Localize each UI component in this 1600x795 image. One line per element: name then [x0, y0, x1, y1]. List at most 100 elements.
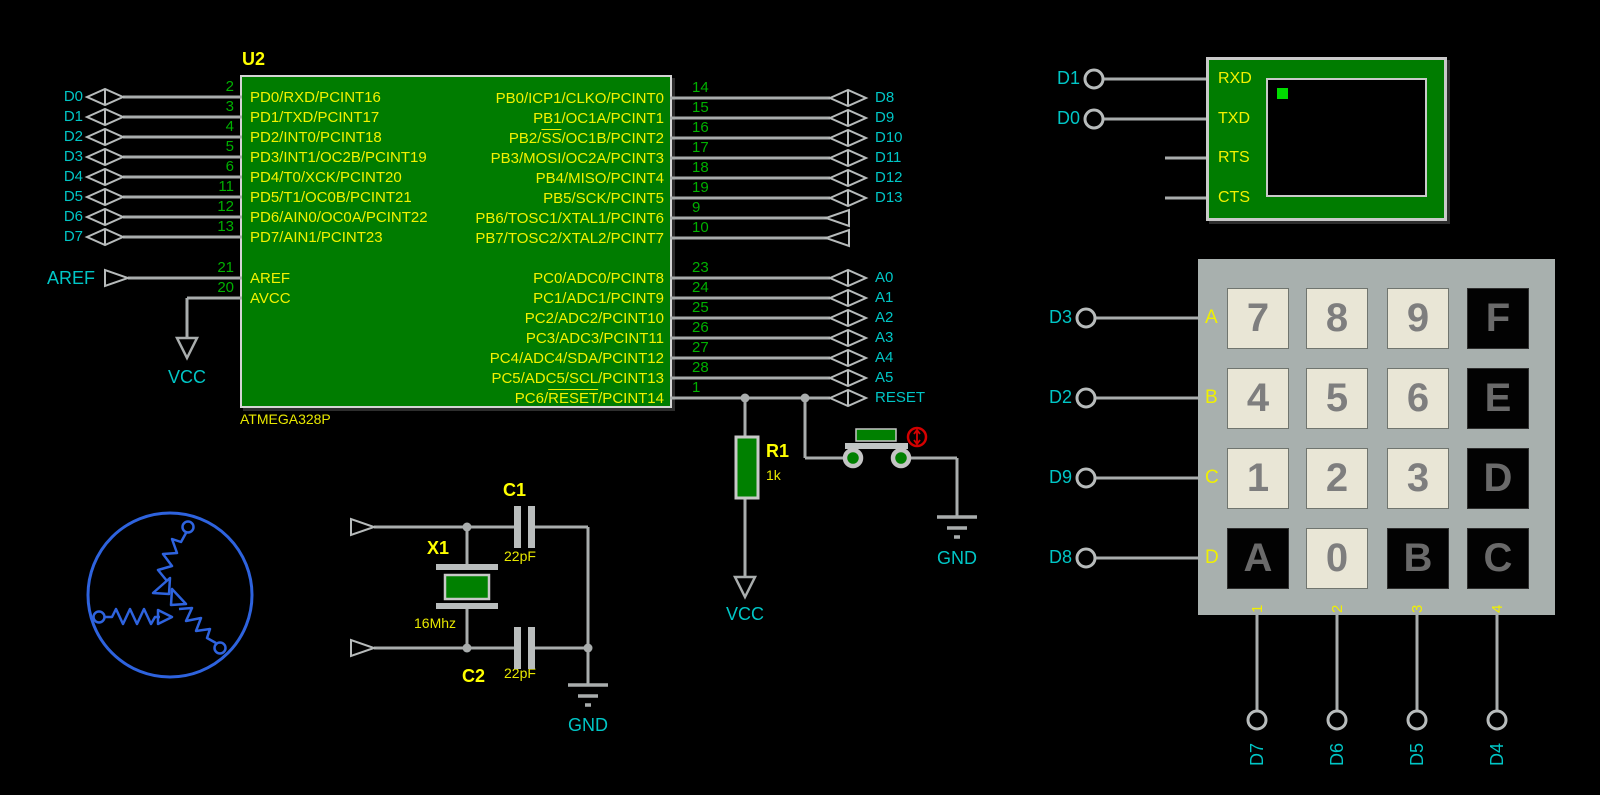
net-label: D6 — [1327, 742, 1347, 766]
resistor-value: 1k — [766, 467, 781, 483]
key-1[interactable]: 1 — [1227, 448, 1289, 509]
resistor-R1-icon[interactable] — [734, 435, 760, 500]
net-label: A1 — [875, 289, 894, 306]
net-label: D12 — [875, 169, 903, 186]
pin-number: 11 — [218, 178, 234, 195]
pin-number: 6 — [225, 158, 234, 175]
key-D[interactable]: D — [1467, 448, 1529, 509]
net-label: A0 — [875, 269, 894, 286]
motor-icon[interactable] — [86, 511, 254, 679]
pin-number: 28 — [692, 359, 709, 376]
net-label: D0 — [63, 88, 83, 105]
net-label: D10 — [875, 129, 903, 146]
pin-number: 27 — [692, 339, 709, 356]
key-F[interactable]: F — [1467, 288, 1529, 349]
vcc-arrow-icon — [732, 575, 758, 600]
net-label: D1 — [63, 108, 83, 125]
net-label: D9 — [1048, 467, 1072, 487]
key-7[interactable]: 7 — [1227, 288, 1289, 349]
pin-name: PC1/ADC1/PCINT9 — [533, 290, 664, 307]
cap2-value: 22pF — [504, 665, 536, 681]
key-6[interactable]: 6 — [1387, 368, 1449, 429]
pin-name: AVCC — [250, 290, 291, 307]
key-8[interactable]: 8 — [1306, 288, 1368, 349]
pin-number: 20 — [217, 279, 234, 296]
pin-name: PC5/ADC5/SCL/PCINT13 — [491, 370, 664, 387]
key-A[interactable]: A — [1227, 528, 1289, 589]
net-label: D7 — [63, 228, 83, 245]
pin-name: PD4/T0/XCK/PCINT20 — [250, 169, 402, 186]
pin-number: 13 — [217, 218, 234, 235]
cap1-ref: C1 — [503, 480, 527, 500]
capacitor-C2-icon[interactable] — [514, 627, 535, 669]
net-label: D4 — [63, 168, 83, 185]
keypad-row-label: D — [1205, 547, 1219, 568]
net-label: D0 — [1056, 108, 1080, 128]
pin-number: 21 — [217, 259, 234, 276]
terminal-pin-rxd: RXD — [1218, 70, 1252, 87]
keypad-col-label: 4 — [1489, 604, 1506, 613]
terminal-cursor — [1277, 88, 1288, 99]
cap1-value: 22pF — [504, 548, 536, 564]
button-actuator-icon[interactable] — [906, 426, 928, 448]
mcu-ref: U2 — [242, 49, 266, 69]
net-label: D1 — [1056, 68, 1080, 88]
pin-name: PB2/SS/OC1B/PCINT2 — [508, 130, 664, 147]
pin-name: PD3/INT1/OC2B/PCINT19 — [250, 149, 427, 166]
net-label: D5 — [63, 188, 83, 205]
mcu-part-label: ATMEGA328P — [240, 411, 331, 427]
capacitor-C1-icon[interactable] — [514, 506, 535, 548]
pin-name: PC0/ADC0/PCINT8 — [533, 270, 664, 287]
terminal-screen — [1266, 78, 1427, 197]
pin-name: PC2/ADC2/PCINT10 — [524, 310, 664, 327]
net-label: D9 — [875, 109, 895, 126]
net-label-aref: AREF — [46, 268, 95, 288]
virtual-terminal[interactable] — [1206, 57, 1447, 221]
terminal-pin-rts: RTS — [1218, 149, 1250, 166]
net-label: D4 — [1487, 742, 1507, 766]
key-2[interactable]: 2 — [1306, 448, 1368, 509]
gnd-label: GND — [568, 715, 608, 735]
key-9[interactable]: 9 — [1387, 288, 1449, 349]
net-label: A3 — [875, 329, 894, 346]
key-C[interactable]: C — [1467, 528, 1529, 589]
net-label: D8 — [1048, 547, 1072, 567]
pin-name: PB1/OC1A/PCINT1 — [533, 110, 664, 127]
gnd-symbol-icon — [568, 683, 608, 707]
vcc-label: VCC — [167, 367, 206, 387]
net-label: D7 — [1247, 742, 1267, 766]
push-button-icon[interactable] — [842, 428, 912, 469]
key-4[interactable]: 4 — [1227, 368, 1289, 429]
pin-number: 24 — [692, 279, 709, 296]
pin-name: PB4/MISO/PCINT4 — [535, 170, 664, 187]
mcu-body[interactable] — [240, 75, 672, 408]
pin-name: PD5/T1/OC0B/PCINT21 — [250, 189, 412, 206]
pin-name: AREF — [250, 270, 291, 287]
pin-number: 17 — [692, 139, 709, 156]
key-B[interactable]: B — [1387, 528, 1449, 589]
gnd-symbol-icon — [937, 515, 977, 539]
key-3[interactable]: 3 — [1387, 448, 1449, 509]
pin-number: 10 — [692, 219, 709, 236]
net-label: RESET — [875, 389, 926, 406]
pin-number: 5 — [225, 138, 234, 155]
crystal-ref: X1 — [427, 538, 450, 558]
key-5[interactable]: 5 — [1306, 368, 1368, 429]
pin-number: 2 — [225, 78, 234, 95]
keypad-col-label: 3 — [1409, 604, 1426, 613]
pin-name: PB6/TOSC1/XTAL1/PCINT6 — [475, 210, 664, 227]
pin-name: PD0/RXD/PCINT16 — [250, 89, 381, 106]
keypad-row-label: A — [1205, 307, 1218, 328]
net-label: A4 — [875, 349, 894, 366]
cap2-ref: C2 — [462, 666, 486, 686]
pin-number: 26 — [692, 319, 709, 336]
key-0[interactable]: 0 — [1306, 528, 1368, 589]
pin-name: PD2/INT0/PCINT18 — [250, 129, 382, 146]
key-E[interactable]: E — [1467, 368, 1529, 429]
net-label: D2 — [1048, 387, 1072, 407]
crystal-X1-icon[interactable] — [436, 564, 498, 609]
net-label: D6 — [63, 208, 83, 225]
net-label: D3 — [1048, 307, 1072, 327]
pin-name: PB5/SCK/PCINT5 — [543, 190, 664, 207]
